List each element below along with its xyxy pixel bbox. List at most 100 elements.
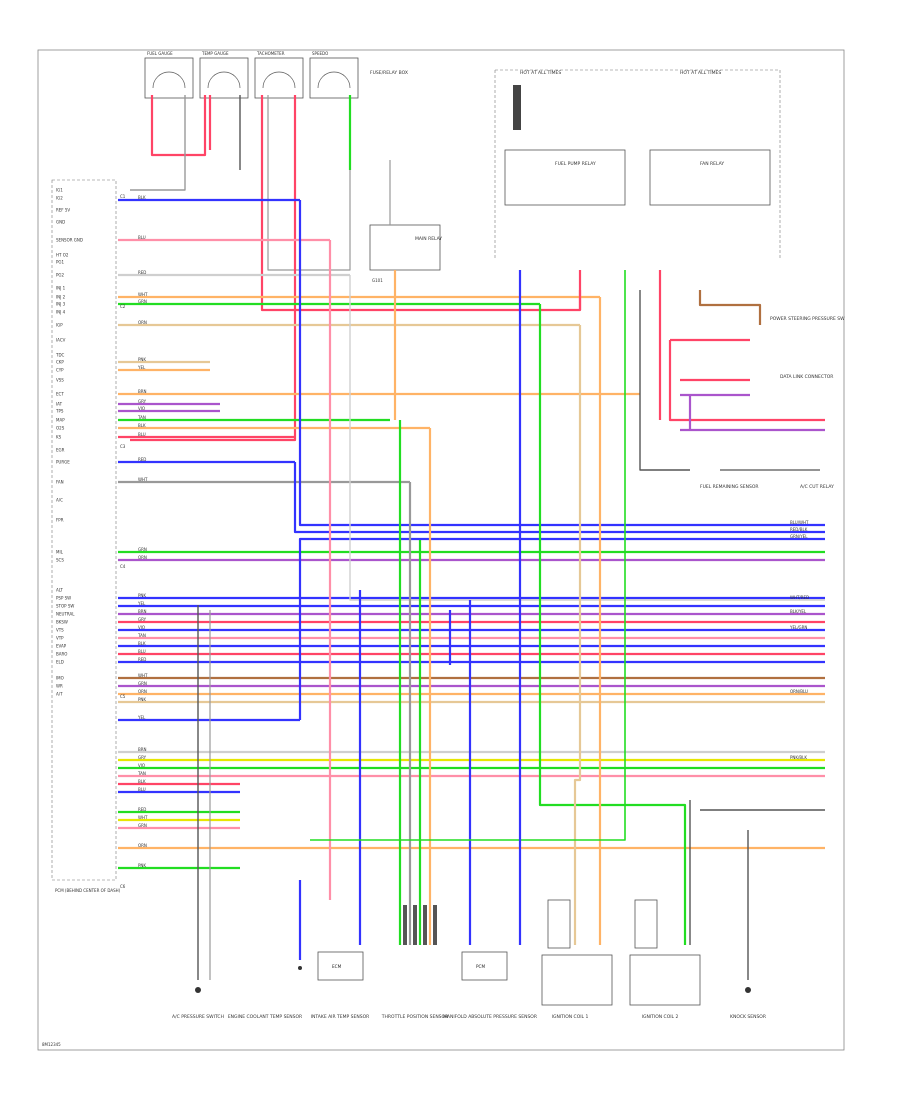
gauge-box [309,57,359,99]
wire-color-label: VIO [138,763,145,768]
component-name: THROTTLE POSITION SENSOR [381,1014,448,1020]
connector-pin [423,905,427,945]
wire-color-label: ORN [138,689,147,694]
wire-color-label: BLU/WHT [790,520,809,525]
ground-symbol-2 [745,987,751,993]
wire-color-label: ORN/BLU [790,689,808,694]
connector-pin [403,905,407,945]
wire-gray [130,95,186,191]
pin-label: IGP [56,323,63,328]
wire-color-label: BLU [138,432,146,437]
pin-label: FPR [56,518,64,523]
wire-color-label: VIO [138,406,145,411]
wire-color-label: YEL [137,365,146,370]
pin-label: HT O2 [56,253,69,258]
wire-color-label: PNK [138,697,146,702]
pin-label: MAP [56,418,65,423]
pin-label: NEUTRAL [56,612,75,617]
pin-label: VTP [56,636,64,641]
pin-label: INJ 3 [56,302,66,307]
component-name: A/C PRESSURE SWITCH [172,1014,224,1020]
pin-label: FAN [56,480,64,485]
pin-label: IACV [56,338,66,343]
connector-id: C2 [120,304,126,309]
wire-gray [267,95,351,271]
pin-label: INJ 4 [56,310,66,315]
gauge-box [254,57,304,99]
wire-color-label: YEL [137,715,146,720]
pcm-box [461,951,508,981]
connector-pin [433,905,437,945]
pcm-box-label: PCM [476,964,485,969]
pin-label: PSP SW [56,596,71,601]
ground-symbol-1 [195,987,201,993]
wire-color-label: WHT [138,673,148,678]
pin-label: TDC [55,353,65,358]
wire-color-label: BLU [138,235,146,240]
wire-color-label: BLU [138,649,146,654]
wire-red [150,95,207,157]
connector-id: C4 [120,564,126,569]
gauge-dial-icon [152,71,186,89]
gauge-label: SPEEDO [312,51,328,56]
wire-color-label: BLK [138,195,146,200]
wire-color-label: WHT [138,477,148,482]
gauge-box [199,57,249,99]
wire-color-label: PNK [138,357,146,362]
wire-color-label: GRN [138,823,147,828]
pin-label: IG1 [56,188,63,193]
pin-label: ELD [56,660,64,665]
component-name: MANIFOLD ABSOLUTE PRESSURE SENSOR [443,1014,537,1020]
wire-color-label: WHT [138,292,148,297]
component-callout: DATA LINK CONNECTOR [780,374,833,380]
gauge-label: TEMP GAUGE [201,51,229,56]
component-callout: MAIN RELAY [415,236,442,242]
ign-coil-1-box [541,954,613,1006]
pin-label: INJ 2 [56,295,66,300]
pin-label: VTS [56,628,64,633]
gauge-label: FUEL GAUGE [147,51,173,56]
wire-color-label: ORN [138,555,147,560]
component-callout: FAN RELAY [700,161,724,167]
component-callout: FUEL REMAINING SENSOR [700,484,759,490]
wire-blue [298,537,825,720]
pin-label: WR [56,684,63,689]
gauge-label: TACHOMETER [256,51,285,56]
component-callout: HOT AT ALL TIMES [680,70,721,76]
pin-label: ECT [56,392,64,397]
connector-id: C1 [120,194,126,199]
pin-label: GND [56,220,65,225]
pin-label: EVAP [56,644,67,649]
wire-color-label: WHT/RED [790,595,809,600]
wire-color-label: TAN [137,771,146,776]
wire-color-label: BRN [138,389,147,394]
fuse-element [513,85,521,130]
wire-tan [573,325,582,945]
wire-color-label: ORN [138,843,147,848]
pin-label: PURGE [56,460,70,465]
component-callout: FUEL PUMP RELAY [555,161,596,167]
wire-color-label: GRN [138,681,147,686]
component-callout: HOT AT ALL TIMES [520,70,561,76]
wire-color-label: RED [138,270,146,275]
connector-id: C5 [120,694,126,699]
pin-label: CYP [56,368,64,373]
coil-connector [547,899,571,949]
pin-label: CKP [56,360,64,365]
pin-label: ALT [56,588,63,593]
pin-label: PG1 [56,260,65,265]
component-name: IGNITION COIL 2 [642,1014,679,1020]
wire-color-label: WHT [138,815,148,820]
wire-color-label: PNK/BLK [790,755,807,760]
fuse-relay-box [369,224,441,271]
pin-label: INJ 1 [56,286,66,291]
wire-black [639,290,690,471]
wire-blue [298,200,825,527]
component-callout: A/C CUT RELAY [800,484,834,490]
wire-color-labels: BLKBLUREDWHTGRNORNPNKYELBRNGRYVIOTANBLKB… [137,195,809,868]
pcm-label: PCM (BEHIND CENTER OF DASH) [55,888,121,893]
